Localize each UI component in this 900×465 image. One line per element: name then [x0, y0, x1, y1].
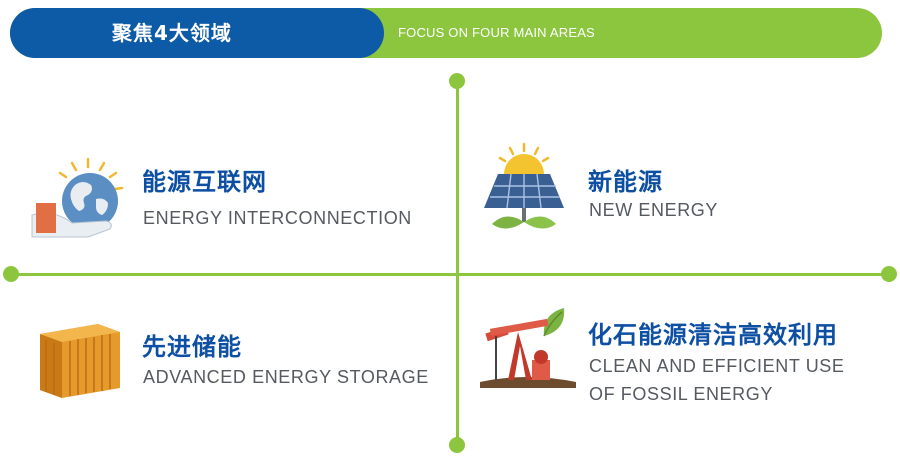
- area-title-en: NEW ENERGY: [589, 200, 719, 220]
- area-title-en-line2: OF FOSSIL ENERGY: [589, 384, 773, 404]
- horizontal-divider: [10, 273, 888, 276]
- divider-dot-top: [449, 73, 465, 89]
- vertical-divider: [456, 80, 459, 452]
- solar-panel-icon: [480, 142, 575, 242]
- area-title-cn: 化石能源清洁高效利用: [588, 321, 838, 349]
- area-title-cn: 能源互联网: [142, 168, 267, 196]
- container-icon: [34, 320, 124, 400]
- divider-dot-right: [881, 266, 897, 282]
- header-title-cn: 聚焦4大领域: [112, 21, 232, 45]
- oil-pump-icon: [478, 302, 578, 392]
- globe-hand-icon: [30, 155, 130, 240]
- area-title-cn: 先进储能: [142, 333, 242, 361]
- divider-dot-bottom: [449, 437, 465, 453]
- area-title-en: ENERGY INTERCONNECTION: [143, 208, 412, 228]
- header-banner-cn-segment: [10, 8, 384, 58]
- area-title-cn: 新能源: [588, 168, 663, 196]
- divider-dot-left: [3, 266, 19, 282]
- header-title-en: FOCUS ON FOUR MAIN AREAS: [398, 25, 595, 40]
- area-title-en: CLEAN AND EFFICIENT USE: [589, 356, 845, 376]
- area-title-en: ADVANCED ENERGY STORAGE: [143, 367, 429, 387]
